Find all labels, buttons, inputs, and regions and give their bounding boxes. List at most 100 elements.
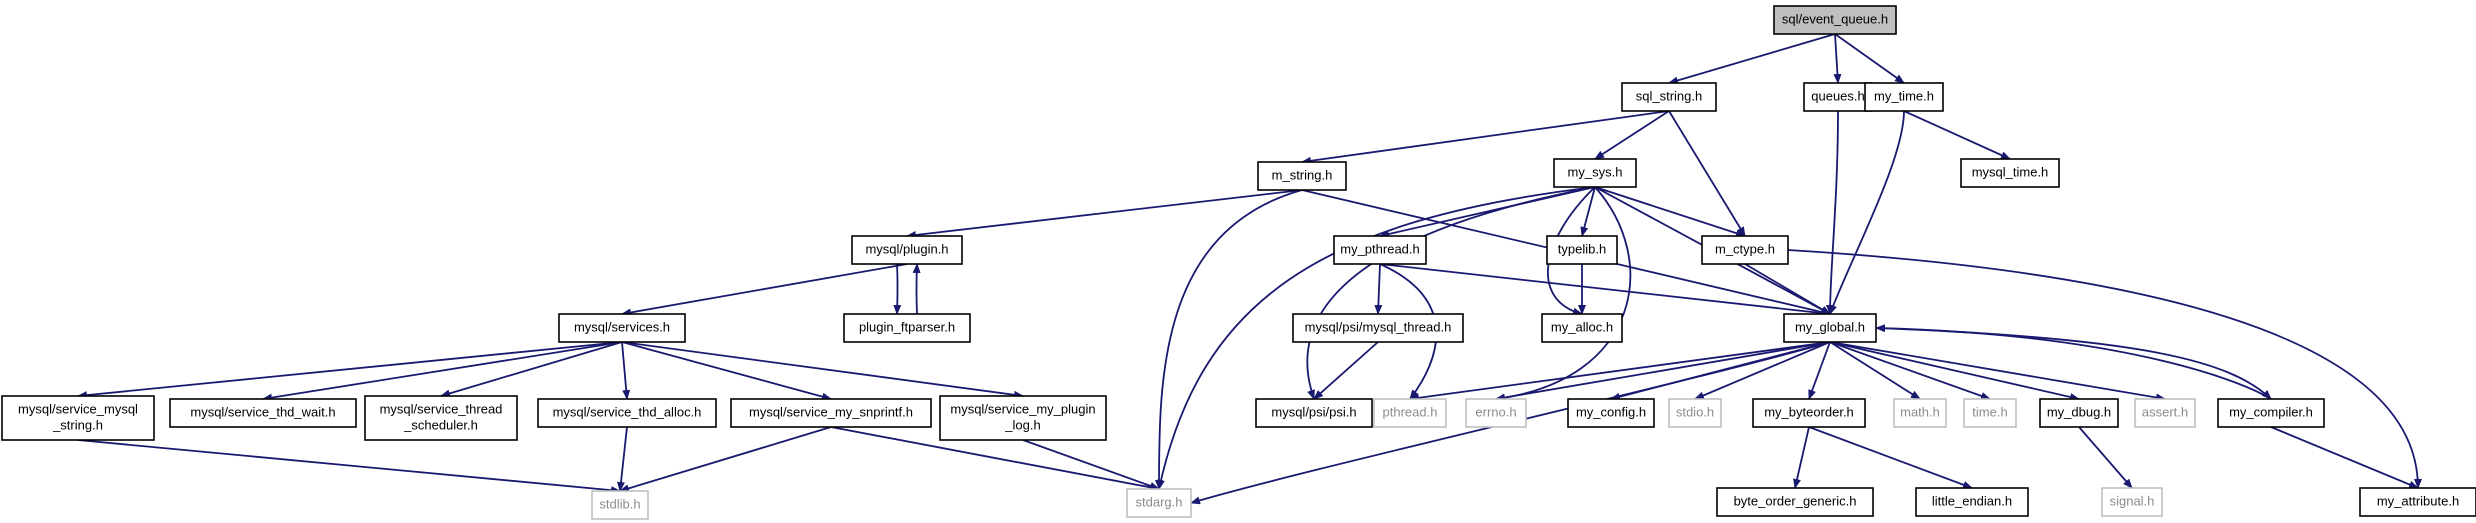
node-label: queues.h [1811,88,1865,103]
edge-my_sys-to-errno [1495,186,1632,402]
node-label: my_alloc.h [1551,319,1613,334]
node-label: math.h [1900,404,1940,419]
node-label: mysql/service_thd_alloc.h [553,404,702,419]
edge-sql_string-to-my_sys [1594,110,1670,160]
node-box [1960,158,2060,188]
edge-m_ctype-to-my_attribute [1787,249,2422,489]
node-stdlib: stdlib.h [591,490,649,520]
node-label: m_string.h [1272,167,1333,182]
node-my_alloc[interactable]: my_alloc.h [1541,313,1623,343]
node-my_sys[interactable]: my_sys.h [1553,158,1637,188]
node-psi[interactable]: mysql/psi/psi.h [1255,398,1373,428]
edge-sql_string-to-m_ctype [1668,110,1746,237]
node-label: mysql/service_thd_wait.h [190,404,335,419]
node-label: mysql/service_my_plugin [950,401,1095,416]
node-label: my_global.h [1795,319,1865,334]
node-mysql_time[interactable]: mysql_time.h [1960,158,2060,188]
node-my_byteorder[interactable]: my_byteorder.h [1752,398,1866,428]
node-m_string[interactable]: m_string.h [1257,161,1347,191]
node-pthread: pthread.h [1373,398,1447,428]
node-label: my_pthread.h [1340,241,1420,256]
node-psi_thread[interactable]: mysql/psi/mysql_thread.h [1292,313,1464,343]
edge-m_ctype-to-my_global [1744,263,1831,315]
node-svc_thd_alloc[interactable]: mysql/service_thd_alloc.h [537,398,717,428]
node-my_config[interactable]: my_config.h [1567,398,1655,428]
edge-mysql_services-to-svc_thd_wait [262,341,623,402]
node-my_compiler[interactable]: my_compiler.h [2217,398,2325,428]
edge-my_dbug-to-signal [2078,426,2133,489]
node-mysql_plugin[interactable]: mysql/plugin.h [851,235,963,265]
node-svc_thread_sched[interactable]: mysql/service_thread_scheduler.h [364,395,518,441]
node-sql_string[interactable]: sql_string.h [1621,82,1717,112]
node-box [2217,398,2325,428]
edge-my_global-to-my_dbug [1829,341,2080,401]
node-box [851,235,963,265]
edge-my_sys-to-my_alloc [1547,186,1596,316]
node-box [939,395,1107,441]
edge-svc_snprintf-to-stdlib [619,426,832,493]
node-plugin_ftparser[interactable]: plugin_ftparser.h [843,313,971,343]
node-svc_plugin_log[interactable]: mysql/service_my_plugin_log.h [939,395,1107,441]
edges-layer [77,33,2422,505]
node-queues[interactable]: queues.h [1803,82,1873,112]
node-box [1893,398,1947,428]
edge-event_queue-to-my_time [1834,33,1905,84]
edge-my_global-to-my_byteorder [1808,341,1831,400]
node-svc_snprintf[interactable]: mysql/service_my_snprintf.h [730,398,932,428]
node-my_time[interactable]: my_time.h [1864,82,1944,112]
node-stdio: stdio.h [1668,398,1722,428]
node-box [2359,487,2476,517]
node-box [1716,487,1874,517]
node-byte_order_generic[interactable]: byte_order_generic.h [1716,487,1874,517]
edge-svc_mysql_string-to-stdlib [77,439,621,495]
node-box [1803,82,1873,112]
node-box [1126,488,1192,518]
edge-my_global-to-time [1829,341,1991,400]
edge-m_string-to-mysql_plugin [906,189,1303,239]
node-stdarg: stdarg.h [1126,488,1192,518]
node-label: my_time.h [1874,88,1934,103]
node-little_endian[interactable]: little_endian.h [1915,487,2029,517]
node-label: _scheduler.h [403,417,478,432]
node-label: byte_order_generic.h [1734,493,1857,508]
node-label: stdio.h [1676,404,1714,419]
node-signal: signal.h [2101,487,2163,517]
node-my_global[interactable]: my_global.h [1783,313,1877,343]
node-box [1621,82,1717,112]
edge-svc_thd_alloc-to-stdlib [617,426,628,492]
edge-mysql_plugin-to-mysql_services [621,263,908,317]
edge-mysql_services-to-svc_thd_alloc [621,341,631,400]
node-assert: assert.h [2134,398,2196,428]
node-box [1292,313,1464,343]
node-box [364,395,518,441]
node-m_ctype[interactable]: m_ctype.h [1701,235,1789,265]
node-time: time.h [1963,398,2017,428]
node-box [558,313,686,343]
edge-mysql_services-to-svc_mysql_string [77,341,623,400]
edge-mysql_services-to-svc_snprintf [621,341,832,401]
edge-my_global-to-stdio [1694,341,1831,400]
node-my_dbug[interactable]: my_dbug.h [2039,398,2119,428]
node-svc_mysql_string[interactable]: mysql/service_mysql_string.h [1,395,155,441]
node-my_attribute[interactable]: my_attribute.h [2359,487,2476,517]
edge-my_pthread-to-psi_thread [1374,263,1383,315]
node-box [1546,235,1618,265]
node-box [1373,398,1447,428]
edge-m_string-to-stdarg [1155,189,1303,490]
edge-my_time-to-my_global [1829,110,1905,315]
node-svc_thd_wait[interactable]: mysql/service_thd_wait.h [169,398,357,428]
edge-event_queue-to-queues [1833,33,1842,84]
node-mysql_services[interactable]: mysql/services.h [558,313,686,343]
node-label: time.h [1972,404,2007,419]
edge-my_byteorder-to-byte_order_generic [1793,426,1810,489]
edge-my_global-to-my_compiler [1875,327,2272,400]
edge-my_sys-to-stdarg [1157,186,1596,490]
node-my_pthread[interactable]: my_pthread.h [1333,235,1427,265]
edge-my_compiler-to-my_attribute [2270,426,2419,489]
node-event_queue[interactable]: sql/event_queue.h [1773,5,1897,35]
node-typelib[interactable]: typelib.h [1546,235,1618,265]
edge-svc_snprintf-to-stdarg [830,426,1160,492]
node-label: mysql/service_mysql [18,401,138,416]
edge-plugin_ftparser-to-mysql_plugin [912,263,921,315]
